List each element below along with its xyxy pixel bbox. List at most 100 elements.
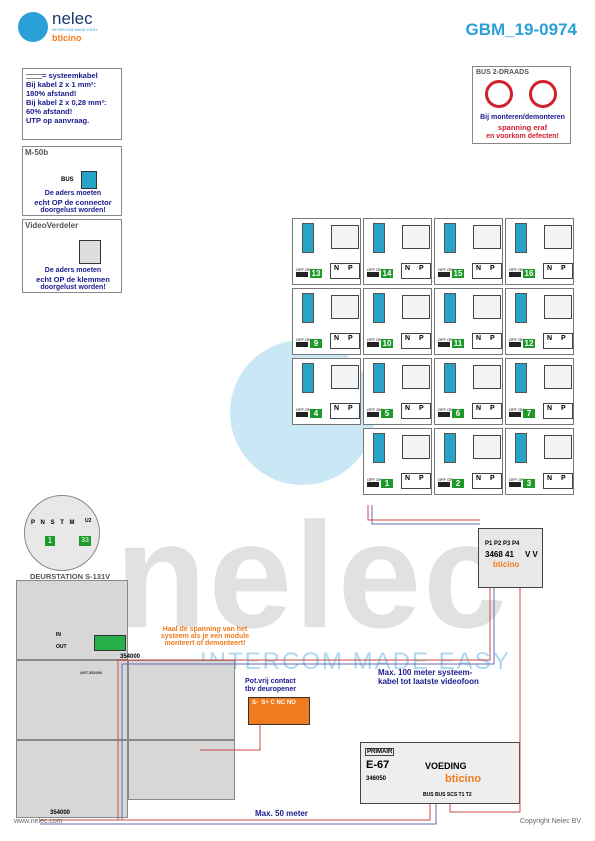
- psu-wire-red: [40, 804, 431, 821]
- dip-switch[interactable]: [296, 412, 308, 417]
- warning-text-1: Bij monteren/demonteren: [480, 114, 565, 121]
- warning-text-3: en voorkom defecten!: [486, 133, 559, 140]
- screen-icon: [402, 435, 430, 459]
- p-label: P: [490, 265, 495, 272]
- dip-switch[interactable]: [367, 342, 379, 347]
- dip-switch[interactable]: [438, 482, 450, 487]
- dip-switch[interactable]: [367, 482, 379, 487]
- dip-switch[interactable]: [509, 482, 521, 487]
- videoverdeler-box: VideoVerdeler De aders moeten echt OP de…: [22, 219, 122, 293]
- p-label: P: [561, 475, 566, 482]
- bus-wire-trunk-blue: [121, 588, 495, 820]
- dip-switch[interactable]: [296, 342, 308, 347]
- n-label: N: [547, 405, 553, 412]
- voltage-note-2: systeem als je een module: [160, 633, 250, 640]
- door-station-title: DEURSTATION S-131V: [30, 572, 111, 581]
- dip-switch[interactable]: [367, 272, 379, 277]
- vv-text-2: echt OP de klemmen: [36, 275, 110, 284]
- screen-icon: [544, 225, 572, 249]
- dip-switch[interactable]: [438, 412, 450, 417]
- off-on-label: OFF ON: [438, 337, 454, 342]
- psu-wire-blue: [40, 804, 437, 825]
- psu-model: E-67: [366, 759, 390, 771]
- off-on-label: OFF ON: [438, 407, 454, 412]
- code-label-1: 354000: [120, 654, 141, 660]
- psu-wire-right: [449, 588, 521, 813]
- screen-icon: [544, 435, 572, 459]
- warning-title: BUS 2-DRAADS: [476, 69, 529, 76]
- off-on-label: OFF ON: [367, 267, 383, 272]
- monitor-number: 9: [310, 339, 322, 348]
- bus-wire-blue: [371, 505, 480, 525]
- code-label-2: 354000: [50, 810, 71, 816]
- warning-box: BUS 2-DRAADS Bij monteren/demonteren spa…: [472, 66, 571, 144]
- contact-wire: [200, 723, 261, 751]
- off-on-label: OFF ON: [367, 337, 383, 342]
- contact-title-2: tbv deuropener: [245, 686, 296, 693]
- m50b-box: M-50b BUS De aders moeten echt OP de con…: [22, 146, 122, 216]
- screen-icon: [473, 435, 501, 459]
- door-module-top: [16, 580, 128, 660]
- n-label: N: [547, 335, 553, 342]
- off-on-label: OFF ON: [509, 337, 525, 342]
- distance-note-2: kabel tot laatste videofoon: [378, 677, 479, 686]
- dip-switch[interactable]: [438, 272, 450, 277]
- m50b-text-1: De aders moeten: [44, 190, 102, 197]
- dip-switch[interactable]: [296, 272, 308, 277]
- terminal-block-icon: [373, 223, 385, 253]
- voltage-note-3: monteert of demonteert!: [164, 640, 246, 647]
- n-label: N: [405, 335, 411, 342]
- dip-switch[interactable]: [509, 342, 521, 347]
- logo-tagline: INTERCOM MADE EASY: [52, 27, 98, 32]
- logo-icon: [18, 12, 48, 42]
- off-on-label: OFF ON: [509, 407, 525, 412]
- m50b-text-2: echt OP de connector: [34, 198, 112, 207]
- distributor-ports: P1 P2 P3 P4: [485, 541, 520, 547]
- monitor-number: 10: [381, 339, 393, 348]
- screen-icon: [544, 295, 572, 319]
- n-label: N: [334, 335, 340, 342]
- legend-line-4: Bij kabel 2 x 0,28 mm²:: [26, 98, 107, 107]
- power-supply: PRIMAIR E-67 VOEDING 346050 bticino BUS …: [360, 742, 520, 804]
- screen-icon: [544, 365, 572, 389]
- footer-left: www.nelec.com: [14, 818, 63, 825]
- monitor-number: 3: [523, 479, 535, 488]
- dip-switch[interactable]: [509, 272, 521, 277]
- monitor-number: 1: [381, 479, 393, 488]
- door-station: IN OUT ART.352000 354000 354000: [16, 580, 235, 818]
- p-label: P: [561, 405, 566, 412]
- n-label: N: [334, 265, 340, 272]
- n-label: N: [476, 405, 482, 412]
- keypad-labels: P N S T M: [31, 520, 77, 526]
- screen-icon: [331, 365, 359, 389]
- dip-switch[interactable]: [509, 412, 521, 417]
- dip-switch[interactable]: [367, 412, 379, 417]
- monitor-number: 7: [523, 409, 535, 418]
- screen-icon: [402, 225, 430, 249]
- footer-right: Copyright Nelec BV: [519, 818, 581, 825]
- monitor-number: 14: [381, 269, 393, 278]
- terminal-block-icon: [515, 363, 527, 393]
- contact-title-1: Pot.vrij contact: [245, 678, 296, 685]
- door-module-bottom-left: [16, 740, 128, 818]
- off-on-label: OFF ON: [367, 477, 383, 482]
- dip-switch[interactable]: [438, 342, 450, 347]
- bus-wire-red: [367, 505, 480, 521]
- connector-icon: [81, 171, 97, 189]
- logo-word: nelec: [52, 9, 93, 28]
- p-label: P: [490, 335, 495, 342]
- voltage-note-1: Haal de spanning van het: [162, 626, 248, 633]
- terminal-block-icon: [373, 293, 385, 323]
- m50b-title: M-50b: [25, 148, 49, 157]
